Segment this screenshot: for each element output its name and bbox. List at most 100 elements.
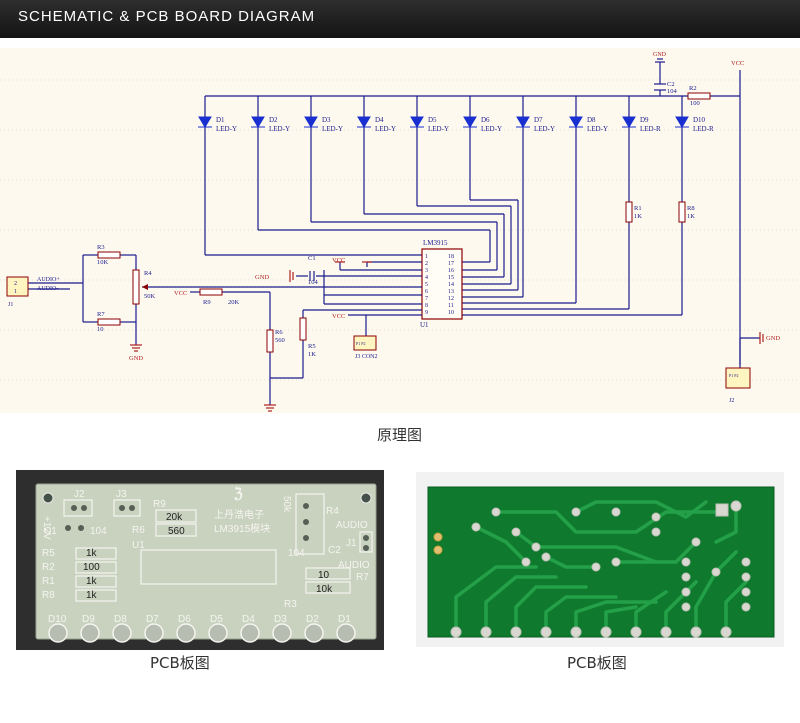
ic-pin: 4 [425,275,428,281]
led-ref: D1 [216,116,225,124]
j1-ref: J1 [8,302,13,308]
pot-wiper [142,284,148,290]
schematic-panel: D1 LED-Y D2 LED-Y D3 LED-Y D4 LED-Y D5 L… [0,48,800,413]
led-ref: D2 [269,116,278,124]
r8-ref: R8 [687,205,695,212]
brand-text: 上丹浩电子 [214,508,264,521]
ic-ref: U1 [420,321,429,329]
r4-potentiometer [132,269,140,305]
r1-value: 1K [634,213,642,220]
led-ref: D8 [587,116,596,124]
led-label: D7 [146,614,159,625]
r8-resistor [678,201,686,223]
led-label: D6 [178,614,191,625]
led-ref: D7 [534,116,543,124]
j1-pin: 1 [14,289,17,295]
led-label: D8 [114,614,127,625]
vcc-label: VCC [332,257,345,264]
r6-resistor [266,329,274,353]
ic-pin: 1 [425,254,428,260]
ic-pin: 18 [448,254,454,260]
pcb-copper-board [427,486,775,638]
ic-pin: 16 [448,268,454,274]
r3-value: 10k [316,584,333,595]
j3-pins: P1 P2 [356,341,365,346]
ic-pin: 14 [448,282,454,288]
led-type: LED-Y [481,125,502,133]
led-type: LED-Y [428,125,449,133]
audio-plus-label: AUDIO+ [37,277,60,283]
r6-ref: R6 [275,329,283,336]
led-type: LED-R [640,125,661,133]
ic-pin: 10 [448,310,454,316]
header-bar: SCHEMATIC & PCB BOARD DIAGRAM [0,0,800,38]
j3-label: J3 [116,489,127,500]
audio-bot-label: AUDIO [338,560,370,571]
ic-name: LM3915 [423,239,448,247]
ic-pin: 5 [425,282,428,288]
r7-value: 10 [97,326,104,333]
pcb-left-caption: PCB板图 [150,654,210,672]
led-label: D10 [48,614,67,625]
plus12v-label: +12V [41,516,52,540]
vcc-label: VCC [731,60,744,67]
schematic-diagram: D1 LED-Y D2 LED-Y D3 LED-Y D4 LED-Y D5 L… [0,52,800,412]
ic-pin: 12 [448,296,454,302]
j2-ref: J2 [729,398,734,404]
brand-logo: ℨ [233,485,243,501]
ic-pin: 13 [448,289,454,295]
led-type: LED-Y [375,125,396,133]
r7-value: 10 [318,570,330,581]
r4-label: R4 [326,506,339,517]
r7-resistor [97,318,121,326]
r1-resistor [625,201,633,223]
r7-label: R7 [356,572,369,583]
j2-connector [725,367,751,389]
audio-minus-label: AUDIO- [37,286,58,292]
r9-value: 20k [166,512,183,523]
c1-ref: C1 [308,255,316,262]
led-ref: D5 [428,116,437,124]
ic-u1 [421,248,463,320]
ic-pin: 15 [448,275,454,281]
r5-resistor [299,317,307,341]
ic-pin: 2 [425,261,428,267]
led-type: LED-Y [322,125,343,133]
led-ref: D4 [375,116,384,124]
r9-ref: R9 [203,299,211,306]
ic-pin: 6 [425,289,428,295]
r2-ref: R2 [689,85,697,92]
r7-ref: R7 [97,311,105,318]
led-type: LED-Y [587,125,608,133]
r3-value: 10K [97,259,109,266]
schematic-caption: 原理图 [377,426,423,444]
r6-label: R6 [132,525,145,536]
pcb-copper-photo [416,472,784,647]
led-type: LED-Y [216,125,237,133]
r4-value: 50k [281,496,292,513]
r6-value: 560 [275,337,285,344]
ic-pin: 17 [448,261,454,267]
led-label: D2 [306,614,319,625]
r4-ref: R4 [144,270,152,277]
j2-pins: P1 P2 [729,373,738,378]
r1-ref: R1 [634,205,642,212]
j3-ref: J3 CON2 [355,354,378,360]
r8-value: 1k [86,590,98,601]
gnd-label: GND [766,335,780,342]
r2-resistor [687,92,711,100]
r6-value: 560 [168,526,185,537]
ic-pin: 3 [425,268,428,274]
r5-value: 1k [86,548,98,559]
ic-pin: 11 [448,303,454,309]
led-ref: D9 [640,116,649,124]
led-type: LED-Y [269,125,290,133]
led-ref: D3 [322,116,331,124]
r9-resistor [199,288,223,296]
r2-label: R2 [42,562,55,573]
r1-value: 1k [86,576,98,587]
c2-ref: C2 [667,81,675,88]
r8-label: R8 [42,590,55,601]
r5-value: 1K [308,351,316,358]
gnd-label: GND [129,355,143,362]
